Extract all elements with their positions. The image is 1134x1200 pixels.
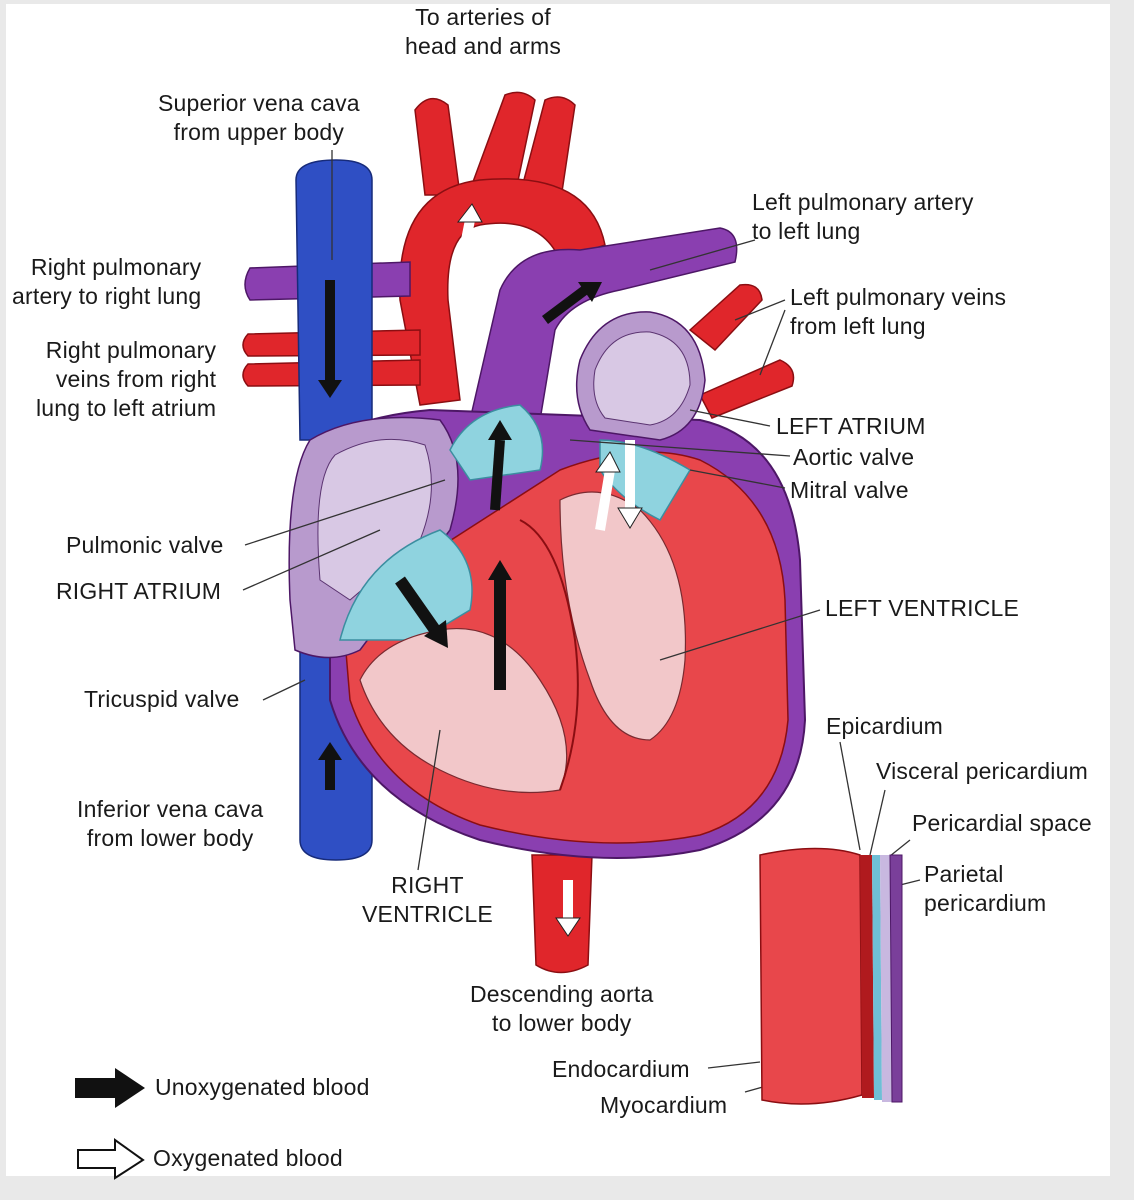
label-pericardial-space: Pericardial space	[912, 810, 1092, 836]
label-descending-aorta: Descending aorta to lower body	[470, 981, 654, 1036]
label-left-pulmonary-artery: Left pulmonary artery to left lung	[752, 189, 974, 244]
label-tricuspid-valve: Tricuspid valve	[84, 686, 240, 712]
label-right-ventricle: RIGHT VENTRICLE	[362, 872, 493, 927]
label-left-ventricle: LEFT VENTRICLE	[825, 595, 1020, 621]
label-left-pulmonary-veins: Left pulmonary veins from left lung	[790, 284, 1007, 339]
flow-arrows	[318, 203, 643, 937]
label-aortic-valve: Aortic valve	[793, 444, 915, 470]
legend-oxygenated-arrow	[77, 1138, 145, 1180]
leader-lines	[242, 150, 921, 1093]
label-parietal-pericardium: Parietal pericardium	[924, 861, 1047, 916]
label-mitral-valve: Mitral valve	[790, 477, 909, 503]
label-arteries-head-arms: To arteries of head and arms	[405, 4, 562, 59]
label-right-pulmonary-veins: Right pulmonary veins from right lung to…	[36, 337, 217, 421]
legend-unoxygenated-label: Unoxygenated blood	[155, 1074, 370, 1100]
label-superior-vena-cava: Superior vena cava from upper body	[158, 90, 360, 145]
left-pulmonary-veins	[688, 283, 795, 419]
label-right-pulmonary-artery: Right pulmonary artery to right lung	[12, 254, 202, 309]
legend-oxygenated-label: Oxygenated blood	[153, 1145, 343, 1171]
label-pulmonic-valve: Pulmonic valve	[66, 532, 224, 558]
label-left-atrium: LEFT ATRIUM	[776, 413, 926, 439]
label-endocardium: Endocardium	[552, 1056, 690, 1082]
label-inferior-vena-cava: Inferior vena cava from lower body	[77, 796, 264, 851]
aorta	[398, 91, 606, 974]
wall-section-inset	[759, 847, 903, 1105]
label-myocardium: Myocardium	[600, 1092, 728, 1118]
label-epicardium: Epicardium	[826, 713, 944, 739]
heart-body	[288, 311, 807, 859]
legend-unoxygenated-arrow	[75, 1068, 145, 1108]
label-visceral-pericardium: Visceral pericardium	[876, 758, 1088, 784]
label-right-atrium: RIGHT ATRIUM	[56, 578, 222, 604]
